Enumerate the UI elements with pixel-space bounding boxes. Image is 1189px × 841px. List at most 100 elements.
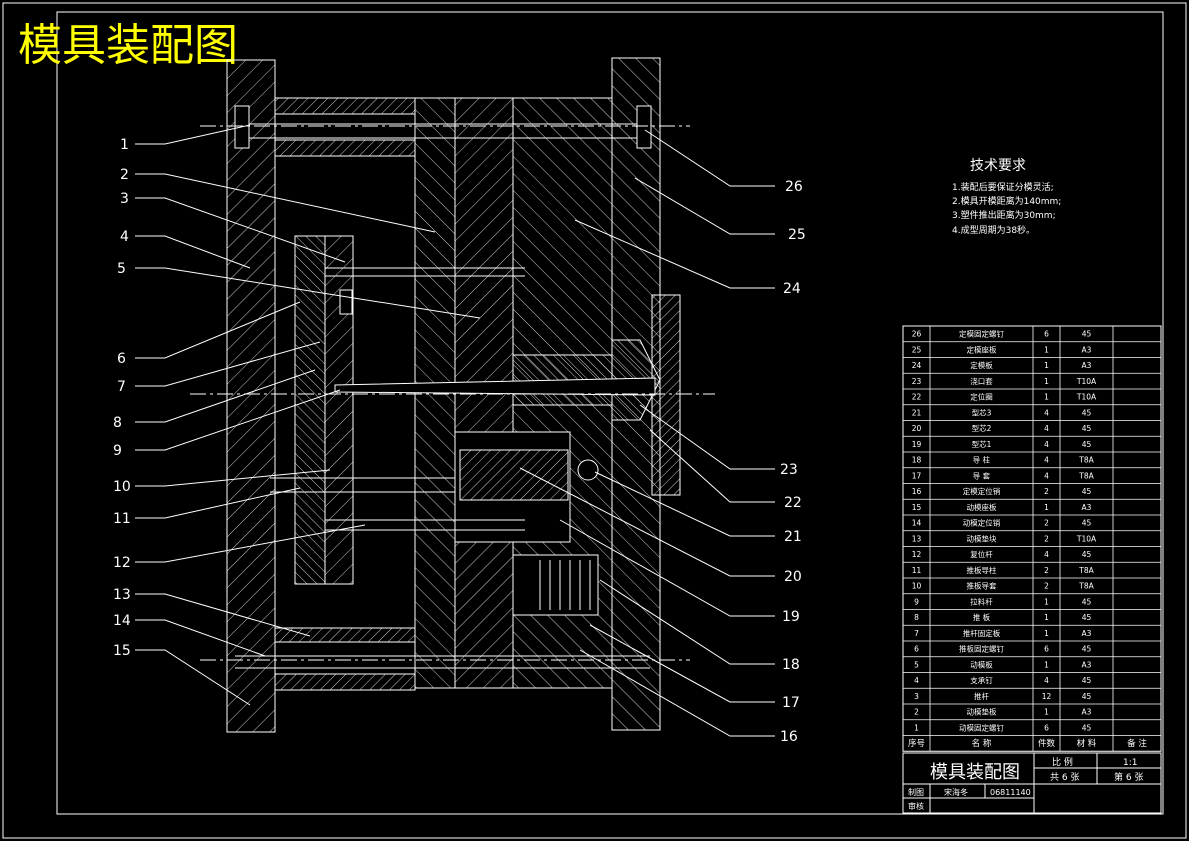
bom-cell-name: 型芯2	[972, 423, 992, 433]
bom-cell-name: 浇口套	[970, 376, 993, 386]
callout-17: 17	[782, 695, 800, 711]
bom-cell-qty: 4	[1044, 456, 1049, 465]
mold-assembly	[190, 57, 715, 733]
callout-1: 1	[120, 137, 129, 153]
callout-5: 5	[117, 261, 126, 277]
callout-21: 21	[784, 529, 802, 545]
bom-cell-mat: A3	[1082, 361, 1092, 370]
bom-header-no: 序号	[908, 738, 925, 749]
tech-req-item-4: 4.成型周期为38秒。	[952, 224, 1035, 236]
bom-cell-name: 推杆	[974, 691, 989, 701]
bom-cell-no: 2	[914, 708, 919, 717]
bom-cell-no: 9	[914, 597, 919, 606]
bom-cell-mat: 45	[1082, 597, 1092, 606]
callout-4: 4	[120, 229, 129, 245]
bom-cell-qty: 4	[1044, 408, 1049, 417]
callout-7: 7	[117, 379, 126, 395]
bom-cell-name: 定模定位销	[963, 486, 1001, 496]
bom-cell-name: 推 板	[973, 612, 991, 622]
bom-cell-mat: 45	[1082, 519, 1092, 528]
bom-cell-no: 14	[912, 519, 922, 528]
bom-cell-no: 8	[914, 613, 919, 622]
bom-cell-mat: A3	[1082, 345, 1092, 354]
scale-label: 比 例	[1052, 756, 1073, 768]
bom-cell-no: 23	[912, 377, 922, 386]
tech-req-item-2: 2.模具开模距离为140mm;	[952, 195, 1061, 207]
bom-cell-no: 22	[912, 393, 922, 402]
bom-header-note: 备 注	[1127, 738, 1147, 749]
bom-cell-name: 拉料杆	[970, 596, 993, 606]
bom-cell-mat: T8A	[1078, 456, 1094, 465]
bom-cell-mat: T8A	[1078, 582, 1094, 591]
bom-cell-qty: 1	[1044, 345, 1049, 354]
bom-cell-mat: 45	[1082, 723, 1092, 732]
bom-cell-qty: 2	[1044, 487, 1049, 496]
bom-cell-no: 24	[912, 361, 922, 370]
bom-cell-qty: 2	[1044, 534, 1049, 543]
bom-cell-name: 动模垫块	[967, 533, 997, 543]
bom-cell-name: 定模固定螺钉	[959, 329, 1004, 339]
bom-cell-name: 定模板	[970, 360, 993, 370]
callout-20: 20	[784, 569, 802, 585]
bom-cell-mat: 45	[1082, 487, 1092, 496]
bom-cell-no: 5	[914, 660, 919, 669]
tech-req-item-1: 1.装配后要保证分模灵活;	[952, 181, 1054, 193]
bom-header-name: 名 称	[972, 738, 992, 749]
bom-cell-no: 26	[912, 330, 922, 339]
callout-14: 14	[113, 613, 131, 629]
bom-cell-no: 12	[912, 550, 922, 559]
bom-cell-qty: 6	[1044, 645, 1049, 654]
bom-cell-no: 1	[914, 723, 919, 732]
callout-24: 24	[783, 281, 801, 297]
bom-cell-mat: 45	[1082, 613, 1092, 622]
bom-cell-name: 型芯1	[972, 439, 992, 449]
bom-cell-mat: A3	[1082, 629, 1092, 638]
callout-25: 25	[788, 227, 806, 243]
bom-frame	[902, 325, 1162, 752]
bom-cell-name: 支承钉	[970, 675, 993, 685]
bom-cell-no: 16	[912, 487, 922, 496]
callout-26: 26	[785, 179, 803, 195]
bom-cell-no: 3	[914, 692, 919, 701]
bom-cell-name: 复位杆	[970, 549, 993, 559]
callout-10: 10	[113, 479, 131, 495]
part-locating-ring	[651, 294, 681, 496]
bom-cell-no: 17	[912, 471, 922, 480]
bom-cell-name: 动模座板	[967, 502, 997, 512]
callout-12: 12	[113, 555, 131, 571]
bom-cell-qty: 1	[1044, 361, 1049, 370]
bom-cell-name: 推杆固定板	[963, 628, 1001, 638]
bom-cell-name: 导 柱	[973, 455, 991, 465]
bom-cell-name: 导 套	[973, 470, 991, 480]
bom-cell-no: 11	[912, 566, 922, 575]
bom-cell-qty: 4	[1044, 440, 1049, 449]
callout-15: 15	[113, 643, 131, 659]
bom-cell-mat: 45	[1082, 550, 1092, 559]
drawing-number: 06811140	[990, 788, 1031, 797]
screw-head-5	[339, 289, 353, 315]
tech-requirements: 技术要求 1.装配后要保证分模灵活; 2.模具开模距离为140mm; 3.塑件推…	[952, 158, 1061, 236]
bom-cell-mat: T10A	[1076, 377, 1097, 386]
bom-cell-no: 20	[912, 424, 922, 433]
bom-cell-mat: A3	[1082, 708, 1092, 717]
part-top-spacer	[274, 97, 416, 115]
callout-2: 2	[120, 167, 129, 183]
bom-cell-qty: 4	[1044, 550, 1049, 559]
part-bottom-spacer	[274, 627, 416, 643]
bom-cell-qty: 2	[1044, 582, 1049, 591]
bom-cell-name: 定位圈	[970, 392, 993, 402]
bom-cell-mat: 45	[1082, 408, 1092, 417]
bom-cell-no: 25	[912, 345, 922, 354]
bom-cell-qty: 1	[1044, 629, 1049, 638]
part-bottom-spacer-2	[274, 673, 416, 691]
callout-13: 13	[113, 587, 131, 603]
bom-cell-name: 动模固定螺钉	[959, 722, 1004, 732]
bom-cell-qty: 1	[1044, 503, 1049, 512]
part-core-3-fins	[539, 560, 591, 610]
bom-cell-qty: 1	[1044, 613, 1049, 622]
guide-bore-21	[577, 459, 599, 481]
callout-11: 11	[113, 511, 131, 527]
